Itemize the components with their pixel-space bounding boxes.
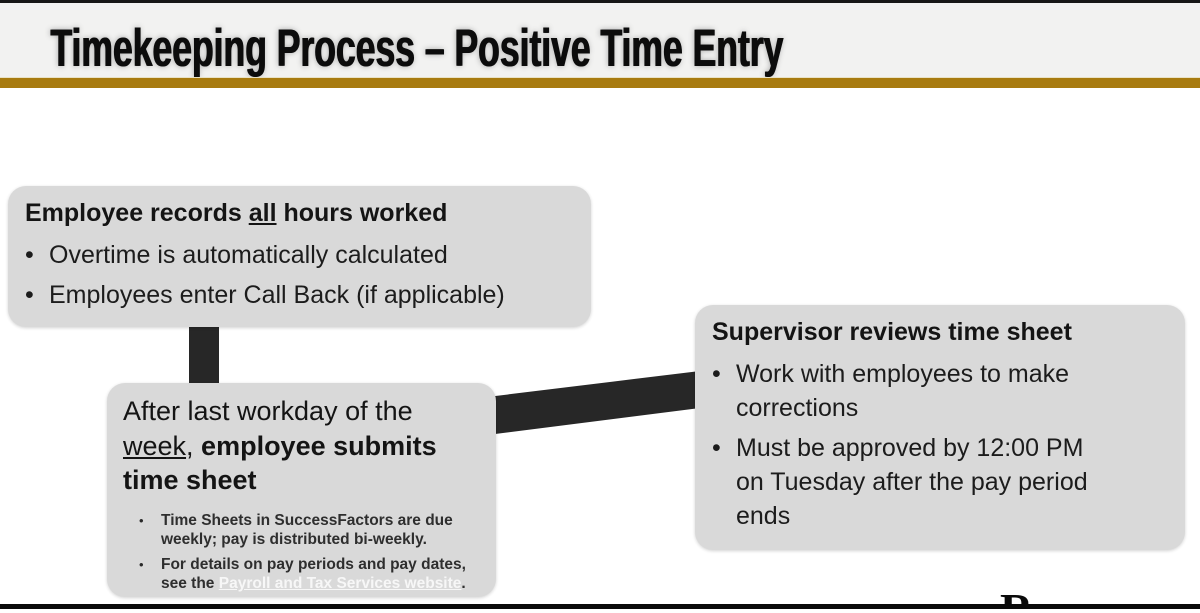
step1-bullet-text: Employees enter Call Back (if applicable… [49,281,505,310]
step2-subbullet-text: Time Sheets in SuccessFactors are due we… [161,511,453,549]
list-item: • Time Sheets in SuccessFactors are due … [139,511,480,550]
logo-letter: R [1000,592,1044,604]
step-box-submit-timesheet: After last workday of the week, employee… [107,383,496,597]
connector-step1-step2 [189,324,219,388]
accent-bar [0,77,1200,88]
bullet-icon: • [25,281,34,310]
step2-subbullet2-post: . [461,575,466,593]
step2-heading-regular: After last workday of the [123,396,413,426]
step2-subbullet2-pre: For details on pay periods and pay dates… [161,555,466,593]
bullet-icon: • [25,241,34,270]
step1-bullet-list: • Overtime is automatically calculated •… [25,238,574,312]
step2-subbullet-list: • Time Sheets in SuccessFactors are due … [123,511,480,594]
title-bar: Timekeeping Process – Positive Time Entr… [0,0,1200,77]
list-item: • Work with employees to make correction… [712,357,1168,425]
step-box-supervisor-review: Supervisor reviews time sheet • Work wit… [695,305,1185,550]
step3-bullet-text: Must be approved by 12:00 PM on Tuesday … [736,434,1088,531]
bullet-icon: • [712,360,721,389]
bullet-icon: • [139,556,144,572]
step2-heading: After last workday of the week, employee… [123,394,468,498]
step2-underlined-word: week [123,430,187,461]
payroll-tax-services-link[interactable]: Payroll and Tax Services website [218,575,462,593]
step2-subbullet-text: For details on pay periods and pay dates… [161,555,476,594]
partial-logo: R [1000,592,1044,604]
step1-heading-text: Employee records [25,199,249,227]
slide-bottom-border [0,604,1200,609]
slide-top-border [0,0,1200,3]
list-item: • Must be approved by 12:00 PM on Tuesda… [712,431,1168,533]
step1-underlined-word: all [248,199,277,227]
page-title: Timekeeping Process – Positive Time Entr… [50,19,783,78]
step3-heading: Supervisor reviews time sheet [712,318,1072,346]
step2-heading-separator: , [186,430,202,461]
step1-bullet-text: Overtime is automatically calculated [49,241,448,270]
step3-bullet-list: • Work with employees to make correction… [712,357,1168,533]
list-item: • Overtime is automatically calculated [25,238,574,272]
step2-heading-bold: employee submits time sheet [123,430,437,496]
step-box-employee-records: Employee records all hours worked • Over… [8,186,591,327]
connector-step2-step3 [487,371,700,435]
list-item: • Employees enter Call Back (if applicab… [25,278,574,312]
step1-heading-text-end: hours worked [276,199,448,227]
bullet-icon: • [712,434,721,463]
list-item: • For details on pay periods and pay dat… [139,555,480,594]
step1-heading: Employee records all hours worked [25,198,574,229]
bullet-icon: • [139,512,144,528]
step3-bullet-text: Work with employees to make corrections [736,360,1069,423]
